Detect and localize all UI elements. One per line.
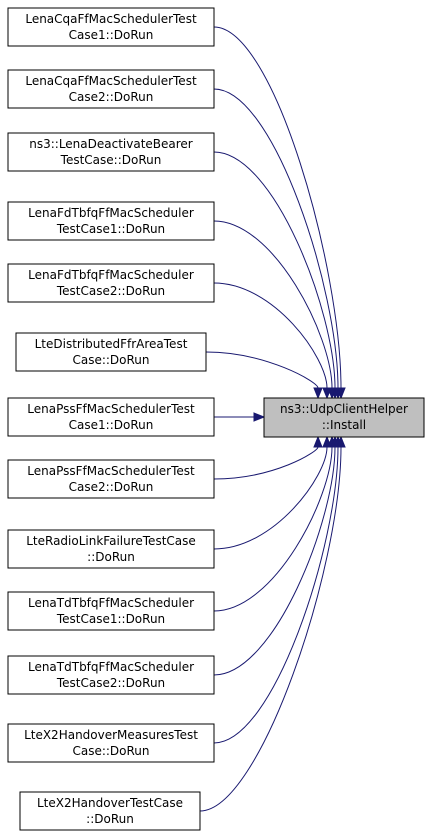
arrowhead-icon [322, 387, 332, 400]
caller-node-label-line1: LenaCqaFfMacSchedulerTest [25, 74, 197, 88]
call-edge-lenatdtbfqffmacscheduler-testcase1-dorun [213, 435, 337, 612]
call-edges [199, 26, 346, 812]
caller-node-label-line1: ns3::LenaDeactivateBearer [29, 137, 193, 151]
call-edge-line [213, 446, 336, 676]
call-edge-line [213, 446, 319, 480]
caller-node-lteradiolinkfailuretestcase-dorun[interactable]: LteRadioLinkFailureTestCase::DoRun [7, 529, 215, 569]
call-edge-ltex2handovertestcase-dorun [199, 435, 346, 812]
caller-node-label-line2: TestCase1::DoRun [56, 612, 165, 626]
arrowhead-icon [253, 412, 266, 422]
call-edge-lenacqaffmacschedulertest-case1-dorun [213, 26, 346, 400]
call-edge-lenatdtbfqffmacscheduler-testcase2-dorun [213, 435, 340, 676]
arrowhead-icon [313, 387, 323, 400]
call-edge-lenapssffmacschedulertest-case2-dorun [213, 435, 323, 480]
caller-node-label-line1: LteRadioLinkFailureTestCase [26, 534, 196, 548]
call-edge-ltedistributedffrareatest-case-dorun [205, 351, 323, 400]
caller-node-label-line2: Case::DoRun [72, 353, 149, 367]
call-edge-lenafdtbfqffmacscheduler-testcase1-dorun [213, 220, 337, 400]
caller-node-label-line2: Case2::DoRun [69, 90, 154, 104]
call-edge-ltex2handovermeasurestest-case-dorun [213, 435, 343, 744]
caller-node-label-line2: TestCase2::DoRun [56, 676, 165, 690]
call-edge-line [205, 351, 319, 389]
target-node-udpclienthelper-install[interactable]: ns3::UdpClientHelper ::Install [263, 397, 425, 438]
caller-node-label-line2: ::DoRun [86, 812, 134, 826]
call-edge-line [213, 446, 339, 744]
caller-node-label-line2: Case1::DoRun [69, 28, 154, 42]
caller-node-label-line2: Case::DoRun [72, 744, 149, 758]
call-edge-lenapssffmacschedulertest-case1-dorun [214, 412, 266, 422]
caller-node-label-line2: Case1::DoRun [69, 418, 154, 432]
call-edge-lenafdtbfqffmacscheduler-testcase2-dorun [213, 282, 332, 400]
call-nodes: ns3::UdpClientHelper ::Install LenaCqaFf… [7, 7, 425, 831]
caller-node-label-line2: TestCase2::DoRun [56, 284, 165, 298]
call-edge-lteradiolinkfailuretestcase-dorun [213, 435, 332, 550]
caller-node-label-line1: LenaPssFfMacSchedulerTest [27, 402, 195, 416]
call-edge-ns3-lenadeactivatebearer-testcase-dorun [213, 151, 340, 400]
caller-node-label-line2: TestCase::DoRun [60, 153, 162, 167]
caller-node-label-line2: Case2::DoRun [69, 480, 154, 494]
caller-node-label-line2: ::DoRun [87, 550, 135, 564]
caller-node-label-line2: TestCase1::DoRun [56, 222, 165, 236]
caller-node-label-line1: LteDistributedFfrAreaTest [35, 337, 188, 351]
call-edge-line [213, 446, 328, 550]
target-node-label-line2: ::Install [322, 418, 366, 432]
caller-node-label-line1: LteX2HandoverTestCase [37, 796, 183, 810]
caller-node-label-line1: LenaPssFfMacSchedulerTest [27, 464, 195, 478]
caller-node-label-line1: LenaTdTbfqFfMacScheduler [28, 596, 194, 610]
call-edge-line [213, 151, 336, 389]
call-edge-line [213, 446, 333, 612]
arrowhead-icon [313, 435, 323, 448]
call-edge-lenacqaffmacschedulertest-case2-dorun [213, 88, 343, 400]
call-edge-line [213, 88, 339, 389]
caller-node-label-line1: LenaCqaFfMacSchedulerTest [25, 12, 197, 26]
call-edge-line [213, 26, 342, 389]
call-edge-line [199, 446, 342, 812]
caller-node-label-line1: LteX2HandoverMeasuresTest [24, 728, 198, 742]
call-edge-line [213, 282, 328, 389]
arrowhead-icon [336, 435, 346, 448]
target-node-label-line1: ns3::UdpClientHelper [280, 402, 408, 416]
caller-node-label-line1: LenaTdTbfqFfMacScheduler [28, 660, 194, 674]
caller-node-label-line1: LenaFdTbfqFfMacScheduler [28, 206, 194, 220]
caller-node-label-line1: LenaFdTbfqFfMacScheduler [28, 268, 194, 282]
caller-node-ltex2handovertestcase-dorun[interactable]: LteX2HandoverTestCase::DoRun [19, 791, 201, 831]
call-edge-line [213, 220, 333, 389]
